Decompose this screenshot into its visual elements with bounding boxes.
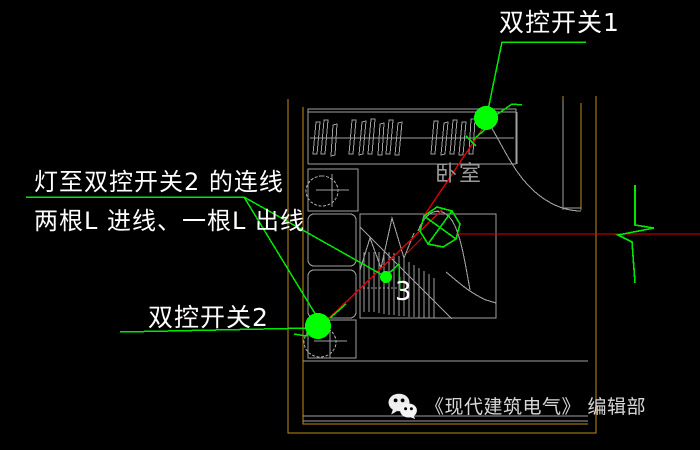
wechat-icon xyxy=(388,393,417,419)
conductor-count-mark: 3 xyxy=(395,277,412,307)
wiring-note-line-2: 两根L 进线、一根L 出线 xyxy=(34,207,305,235)
callout-to-junction xyxy=(243,196,387,278)
two-way-switch-node-1[interactable] xyxy=(474,106,498,130)
switch1-annotation-label: 双控开关1 xyxy=(499,8,620,37)
switch2-annotation-label: 双控开关2 xyxy=(148,303,269,332)
watermark-text: 《现代建筑电气》 编辑部 xyxy=(425,396,647,418)
round-fixture-top xyxy=(305,174,349,207)
architecture-linework xyxy=(303,100,588,422)
room-name-label: 卧室 xyxy=(435,162,484,187)
break-line-right xyxy=(615,185,655,284)
wiring-note-line-1: 灯至双控开关2 的连线 xyxy=(34,168,284,196)
ceiling-light-octagon xyxy=(419,206,461,248)
junction-node[interactable] xyxy=(380,271,392,283)
two-way-switch-node-2[interactable] xyxy=(305,313,331,339)
watermark: 《现代建筑电气》 编辑部 xyxy=(388,392,646,419)
callout-leader-lines xyxy=(26,41,586,337)
